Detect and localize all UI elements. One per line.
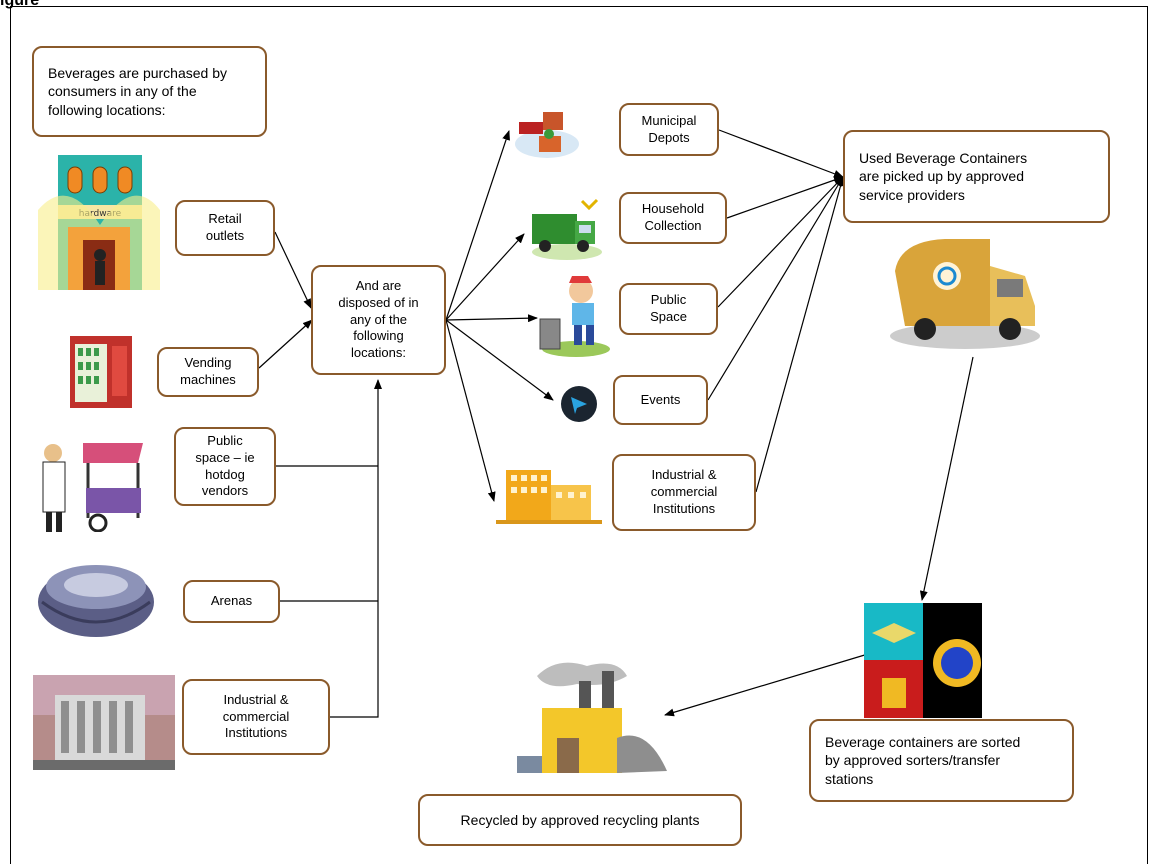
diagram-frame xyxy=(10,6,1148,864)
public-space-vendors-box: Public space – ie hotdog vendors xyxy=(174,427,276,506)
events-box: Events xyxy=(613,375,708,425)
arrow-municipal-to-pickup xyxy=(718,129,844,178)
vending-machines-box: Vending machines xyxy=(157,347,259,397)
hardware-store-icon: hardware xyxy=(38,155,160,290)
public-space-box: Public Space xyxy=(619,283,718,335)
retail-outlets-box: Retail outlets xyxy=(175,200,275,256)
depot-icon xyxy=(515,112,579,158)
office-building-icon xyxy=(33,675,175,770)
household-collection-box: Household Collection xyxy=(619,192,727,244)
purchase-locations-box: Beverages are purchased by consumers in … xyxy=(32,46,267,137)
arrow-truck-to-sorting xyxy=(919,356,974,601)
municipal-depots-box: Municipal Depots xyxy=(619,103,719,156)
sorting-icon xyxy=(864,603,982,718)
arrow-institutions-to-disposed xyxy=(330,379,382,718)
arrow-household-to-pickup xyxy=(726,176,844,219)
industrial-left-box: Industrial & commercial Institutions xyxy=(182,679,330,755)
disposal-locations-box: And are disposed of in any of the follow… xyxy=(311,265,446,375)
recycling-truck-icon xyxy=(890,239,1040,349)
arena-icon xyxy=(38,565,154,637)
hardware-sign: hardware xyxy=(79,209,122,219)
arrow-to-household xyxy=(445,233,525,321)
industrial-right-box: Industrial & commercial Institutions xyxy=(612,454,756,531)
recycling-plants-box: Recycled by approved recycling plants xyxy=(418,794,742,846)
sorting-box: Beverage containers are sorted by approv… xyxy=(809,719,1074,802)
pickup-box: Used Beverage Containers are picked up b… xyxy=(843,130,1110,223)
child-bin-icon xyxy=(539,276,610,357)
arenas-box: Arenas xyxy=(183,580,280,623)
arrow-sorting-to-plant xyxy=(664,653,869,717)
arrow-vending-to-disposed xyxy=(258,319,313,369)
arrow-retail-to-disposed xyxy=(274,231,312,309)
arrow-to-municipal xyxy=(445,130,510,321)
hotdog-vendor-icon xyxy=(42,443,143,532)
arrow-industrial-to-pickup xyxy=(755,176,845,493)
arrow-to-public-space xyxy=(445,314,538,323)
vending-machine-icon xyxy=(70,336,132,408)
event-flag-icon xyxy=(561,386,597,422)
arrow-events-to-pickup xyxy=(707,176,844,401)
garbage-truck-icon xyxy=(532,198,602,260)
factory-building-icon xyxy=(496,470,602,524)
figure-label: igure xyxy=(0,0,40,9)
arrow-to-industrial xyxy=(445,319,496,502)
recycling-plant-icon xyxy=(517,662,667,773)
arrow-to-events xyxy=(445,319,554,401)
arrow-public-to-pickup xyxy=(717,176,844,308)
